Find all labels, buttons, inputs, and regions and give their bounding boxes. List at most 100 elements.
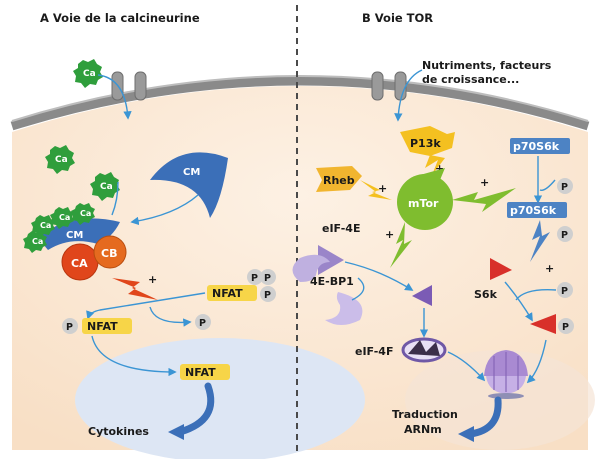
calcineurin-b-label: CB <box>101 247 117 260</box>
pi3k-plus: + <box>435 162 444 175</box>
s6k-activation-arrow <box>504 281 533 322</box>
4ebp1-label: 4E-BP1 <box>310 275 354 288</box>
p70s6k-label: p70S6k <box>513 140 560 153</box>
s6k-phosphate-line <box>515 289 557 301</box>
calmodulin-label: CM <box>66 230 83 241</box>
nfat-phosphorylated: NFAT P P P <box>207 269 276 302</box>
eif4e-free <box>412 285 432 306</box>
eif4f-label: eIF-4F <box>355 345 393 358</box>
eif4e-label: eIF-4E <box>322 222 360 235</box>
calcium-label: Ca <box>83 69 96 79</box>
nfat-nuclear: NFAT <box>180 364 230 380</box>
translation-output-arrowhead <box>458 426 474 442</box>
rheb-plus: + <box>378 182 387 195</box>
mtor-to-4ebp1-bolt <box>390 222 412 268</box>
phosphate-p70s6k-a: P <box>557 178 573 194</box>
nutrient-signal-arrow <box>394 69 423 122</box>
phosphate-p70s6k-b: P <box>557 226 573 242</box>
mtor-label: mTor <box>408 197 439 210</box>
phosphate-label: P <box>561 230 568 241</box>
calcium-ion-5: Ca <box>71 203 95 225</box>
pi3k-label: P13k <box>410 137 441 150</box>
mtor-node: mTor <box>397 168 453 230</box>
translation-output-arrow <box>466 396 502 438</box>
phosphate-label: P <box>561 182 568 193</box>
calcium-ion-6: Ca <box>23 231 47 253</box>
calmodulin-free: CM <box>150 152 228 218</box>
translation-label-line2: ARNm <box>404 423 442 436</box>
pi3k-node: P13k <box>400 126 455 175</box>
calcium-ion-4: Ca <box>50 207 74 229</box>
calcium-label: Ca <box>100 182 113 192</box>
cell-membrane <box>10 76 590 131</box>
calcium-label: Ca <box>55 155 68 165</box>
dephosphorylation-arrow <box>86 292 206 320</box>
calcium-ion-2: Ca <box>90 172 120 201</box>
calcium-binding-line <box>111 181 119 216</box>
calcium-ion-1: Ca <box>45 145 75 174</box>
eif4e-triangle <box>318 245 344 275</box>
phosphate-label: P <box>264 273 271 284</box>
rheb-label: Rheb <box>323 174 355 187</box>
translation-label-line1: Traduction <box>392 408 458 421</box>
phosphate-label: P <box>562 322 569 333</box>
phosphate-label: P <box>251 273 258 284</box>
s6k-triangle <box>490 258 512 280</box>
nucleus <box>75 338 365 459</box>
phosphate-release-arrow <box>149 306 192 327</box>
mtor-plus-right: + <box>480 176 489 189</box>
phosphate-label: P <box>561 286 568 297</box>
p70s6k-active: p70S6k <box>507 202 567 262</box>
cytokines-label: Cytokines <box>88 425 149 438</box>
nfat-translocation-arrow <box>91 335 177 377</box>
activation-bolt-a <box>112 278 158 300</box>
s6k-label: S6k <box>474 288 498 301</box>
calcineurin-a-label: CA <box>71 257 88 270</box>
s6k-active-triangle <box>530 314 556 334</box>
activation-plus-a: + <box>148 273 157 286</box>
eif4f-complex <box>401 337 447 363</box>
p70s6k-label: p70S6k <box>510 204 557 217</box>
phosphate-label: P <box>264 290 271 301</box>
eif4e-pac <box>292 254 330 282</box>
calcium-label: Ca <box>80 209 91 218</box>
rheb-node: Rheb <box>316 166 392 200</box>
nutrient-receptor <box>371 71 407 101</box>
phosphate-released: P <box>195 314 211 330</box>
phosphate-s6k-a: P <box>557 282 573 298</box>
cell-membrane-highlight <box>11 75 589 122</box>
calcium-entry-arrow <box>97 74 132 120</box>
phosphate-s6k-b: P <box>558 318 574 334</box>
nutrients-label-line2: de croissance... <box>422 73 519 86</box>
cytokine-output-arrow <box>176 382 215 436</box>
nutrients-label-line1: Nutriments, facteurs <box>422 59 552 72</box>
mtor-to-s6k-bolt <box>452 188 516 212</box>
phosphate-label: P <box>199 318 206 329</box>
nfat-label: NFAT <box>185 366 216 379</box>
calcium-ion-outside: Ca <box>73 59 103 88</box>
calcium-label: Ca <box>59 213 70 222</box>
p70s6k-plus: + <box>545 262 554 275</box>
panel-a-title: A Voie de la calcineurine <box>40 11 200 25</box>
eif4f-to-ribosome-arrow <box>447 351 486 382</box>
calmodulin-label: CM <box>183 167 200 178</box>
calcium-label: Ca <box>40 221 51 230</box>
mtor-plus-left: + <box>385 228 394 241</box>
p70s6k-phosphate-line <box>539 179 556 191</box>
s6k-to-ribosome-arrow <box>526 339 547 384</box>
calcium-label: Ca <box>32 237 43 246</box>
nfat-label: NFAT <box>87 320 118 333</box>
phosphate-label: P <box>66 322 73 333</box>
panel-b-title: B Voie TOR <box>362 11 433 25</box>
nfat-label: NFAT <box>212 287 243 300</box>
calmodulin-binding-arrow <box>130 194 199 226</box>
p70s6k-top: p70S6k <box>510 138 570 154</box>
ribosome <box>484 350 528 399</box>
eif4e-release-arrow <box>344 261 414 291</box>
4ebp1-release-line <box>351 277 365 301</box>
calcium-ion-3: Ca <box>31 215 55 237</box>
nfat-partially-phosphorylated: P NFAT <box>62 318 132 334</box>
cytokine-output-arrowhead <box>168 424 184 440</box>
